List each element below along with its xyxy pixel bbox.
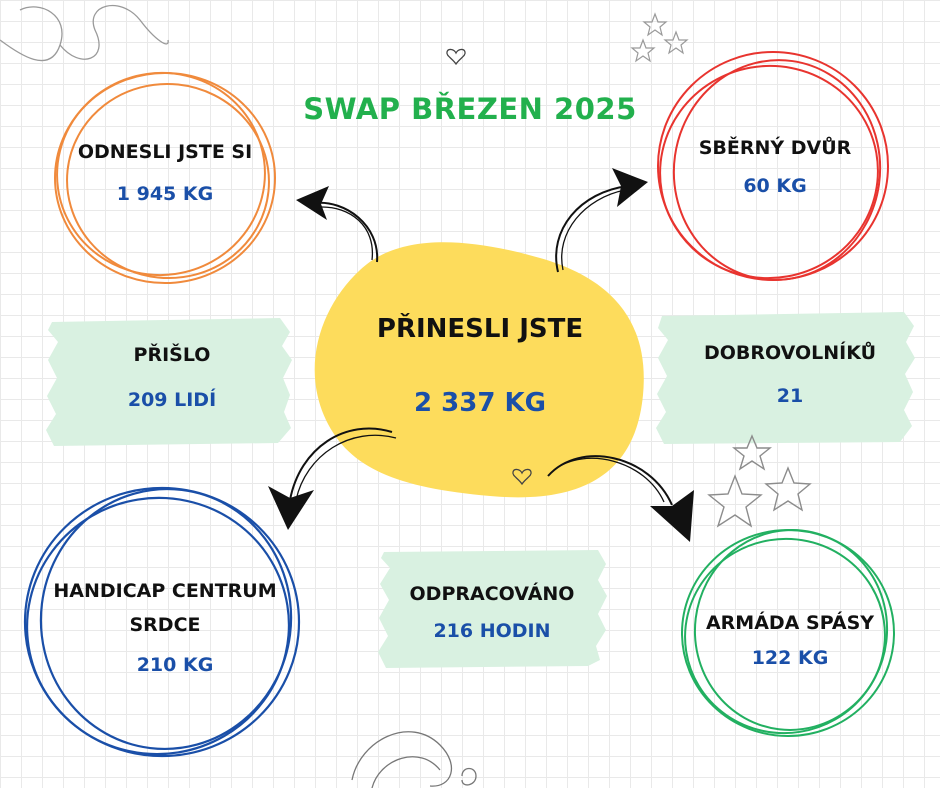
arrow-to-top-right <box>555 168 648 273</box>
arrow-to-bottom-left <box>268 427 397 530</box>
brush-stroke-worked <box>378 550 607 668</box>
brush-stroke-volunteers <box>656 312 915 444</box>
worked-label: ODPRACOVÁNO <box>409 583 575 605</box>
bottom-left-label-line2: SRDCE <box>129 614 201 636</box>
swirl-doodle-bottom <box>351 731 477 788</box>
top-left-label: ODNESLI JSTE SI <box>77 141 253 163</box>
star-doodle-right <box>707 434 812 528</box>
page-title: SWAP BŘEZEN 2025 <box>303 92 637 126</box>
bottom-left-label-line1: HANDICAP CENTRUM <box>53 580 277 602</box>
top-right-label: SBĚRNÝ DVŮR <box>698 137 852 159</box>
heart-doodle-center <box>512 468 532 486</box>
circle-bottom-right <box>681 529 895 737</box>
circle-top-right <box>657 51 889 281</box>
circle-bottom-left <box>23 486 301 758</box>
brush-stroke-visitors <box>46 318 292 446</box>
bottom-left-value: 210 KG <box>136 654 214 676</box>
swirl-doodle-top <box>0 4 169 62</box>
heart-doodle-top <box>446 48 466 66</box>
volunteers-label: DOBROVOLNÍKŮ <box>703 342 877 364</box>
visitors-value: 209 LIDÍ <box>127 389 217 411</box>
circle-top-left <box>54 71 276 284</box>
star-doodle-top <box>630 12 689 63</box>
arrow-to-bottom-right <box>547 455 694 542</box>
top-left-value: 1 945 KG <box>116 183 214 205</box>
center-label: PŘINESLI JSTE <box>376 314 584 344</box>
center-blob <box>314 242 644 498</box>
top-right-value: 60 KG <box>743 175 807 197</box>
volunteers-value: 21 <box>776 385 804 407</box>
bottom-right-label: ARMÁDA SPÁSY <box>705 612 875 634</box>
visitors-label: PŘIŠLO <box>133 344 211 366</box>
bottom-right-value: 122 KG <box>751 647 829 669</box>
arrow-to-top-left <box>296 186 379 263</box>
worked-value: 216 HODIN <box>433 620 551 642</box>
center-value: 2 337 KG <box>414 388 546 418</box>
